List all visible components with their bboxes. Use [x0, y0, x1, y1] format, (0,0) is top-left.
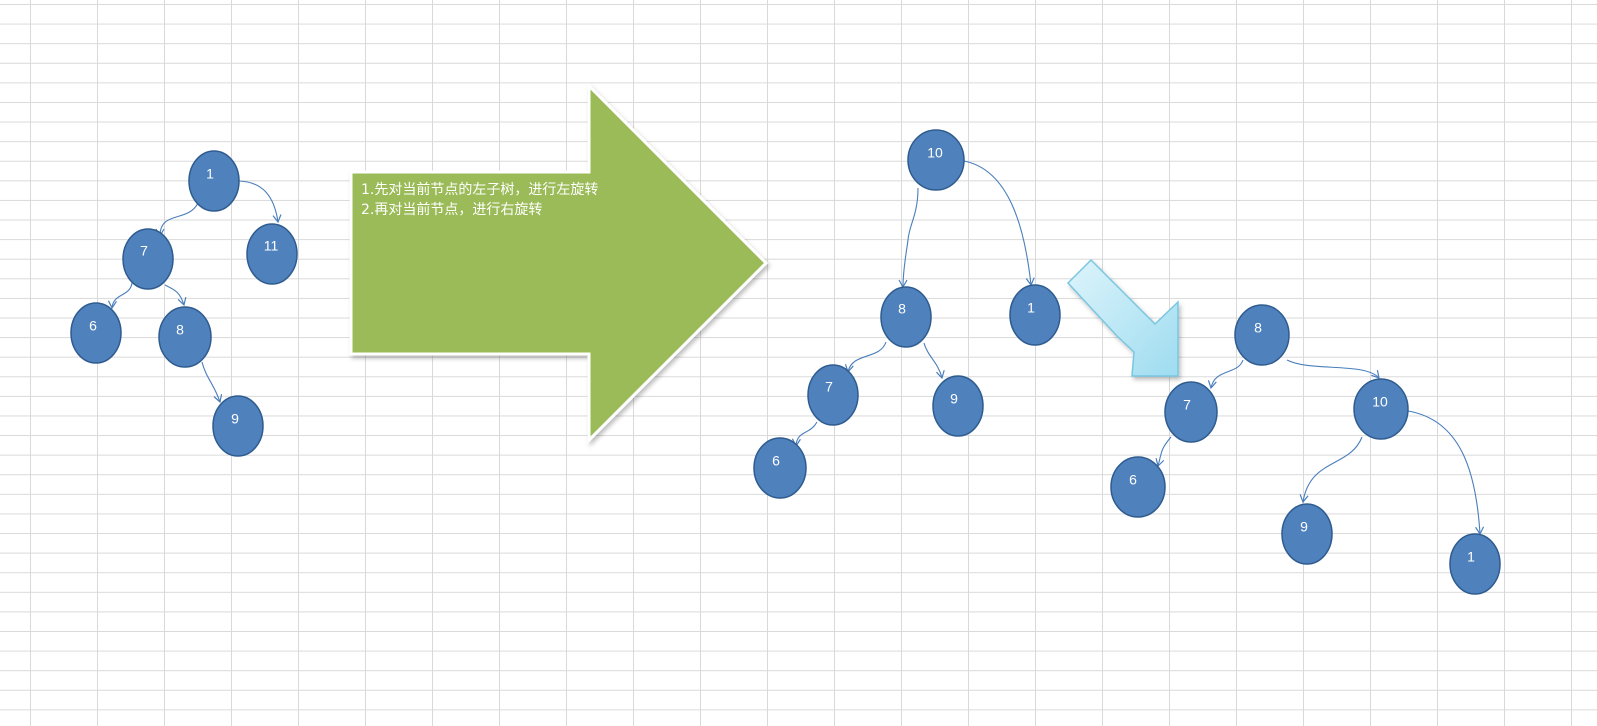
- tree-node: 6: [70, 302, 122, 364]
- tree-node: 8: [158, 306, 212, 368]
- edge-1-7: [155, 202, 199, 238]
- tree-node: 9: [1281, 503, 1333, 565]
- tree-left-rotated-edges: [791, 160, 1035, 448]
- tree-node: 7: [1164, 381, 1218, 443]
- node-label: 9: [231, 411, 239, 427]
- big-arrow-text: 1.先对当前节点的左子树，进行左旋转 2.再对当前节点，进行右旋转: [361, 180, 661, 220]
- tree-node: 1: [188, 150, 240, 212]
- node-label: 7: [1183, 397, 1191, 413]
- node-label: 1: [1027, 300, 1035, 316]
- tree-node: 9: [932, 375, 984, 437]
- edge-1-11: [238, 180, 282, 224]
- tree-node: 10: [907, 129, 965, 191]
- node-label: 9: [950, 391, 958, 407]
- tree-node: 8: [880, 286, 932, 348]
- tree-original: 1 7 11 6 8 9: [70, 150, 298, 457]
- step-2-text: 2.再对当前节点，进行右旋转: [361, 202, 543, 218]
- tree-node: 1: [1449, 533, 1501, 595]
- node-label: 8: [898, 301, 906, 317]
- node-label: 1: [206, 166, 214, 182]
- node-label: 7: [825, 379, 833, 395]
- edge-8-10c: [1286, 359, 1380, 379]
- node-label: 6: [1129, 472, 1137, 488]
- tree-node: 8: [1234, 304, 1290, 366]
- edge-8-7: [844, 341, 887, 374]
- tree-node: 10: [1353, 378, 1409, 440]
- node-label: 10: [1372, 394, 1388, 410]
- edge-8-9b: [923, 342, 945, 380]
- small-blue-arrow: [1066, 258, 1179, 377]
- tree-after-right-rotation: 8 7 10 6 9 1: [1110, 304, 1501, 595]
- edge-8-9: [201, 361, 223, 404]
- tree-node: 6: [1110, 456, 1166, 518]
- edge-7-6b: [791, 421, 818, 448]
- edge-7-6: [107, 282, 133, 310]
- edge-10-1: [963, 160, 1035, 287]
- node-label: 8: [1254, 320, 1262, 336]
- step-1-text: 1.先对当前节点的左子树，进行左旋转: [361, 182, 599, 198]
- edge-8-7c: [1207, 359, 1244, 390]
- tree-node: 1: [1009, 284, 1061, 346]
- node-label: 9: [1300, 519, 1308, 535]
- node-label: 6: [772, 453, 780, 469]
- node-label: 11: [264, 238, 279, 254]
- node-label: 1: [1467, 549, 1475, 565]
- edge-7-6c: [1155, 436, 1172, 468]
- tree-node: 7: [807, 364, 859, 426]
- tree-right-rotated-edges: [1155, 359, 1485, 536]
- node-label: 8: [176, 322, 184, 338]
- node-label: 7: [140, 243, 148, 259]
- edge-10-8: [898, 187, 919, 289]
- edge-10-9c: [1299, 436, 1363, 504]
- node-label: 6: [89, 318, 97, 334]
- tree-node: 11: [246, 223, 298, 285]
- edge-7-8: [164, 284, 187, 307]
- tree-after-left-rotation: 10 8 1 7 9 6: [753, 129, 1061, 499]
- big-green-arrow: [349, 82, 769, 444]
- node-label: 10: [927, 145, 943, 161]
- tree-original-edges: [107, 180, 282, 404]
- tree-node: 7: [122, 228, 174, 290]
- tree-node: 9: [212, 395, 264, 457]
- edge-10-1c: [1407, 410, 1485, 536]
- tree-node: 6: [753, 437, 807, 499]
